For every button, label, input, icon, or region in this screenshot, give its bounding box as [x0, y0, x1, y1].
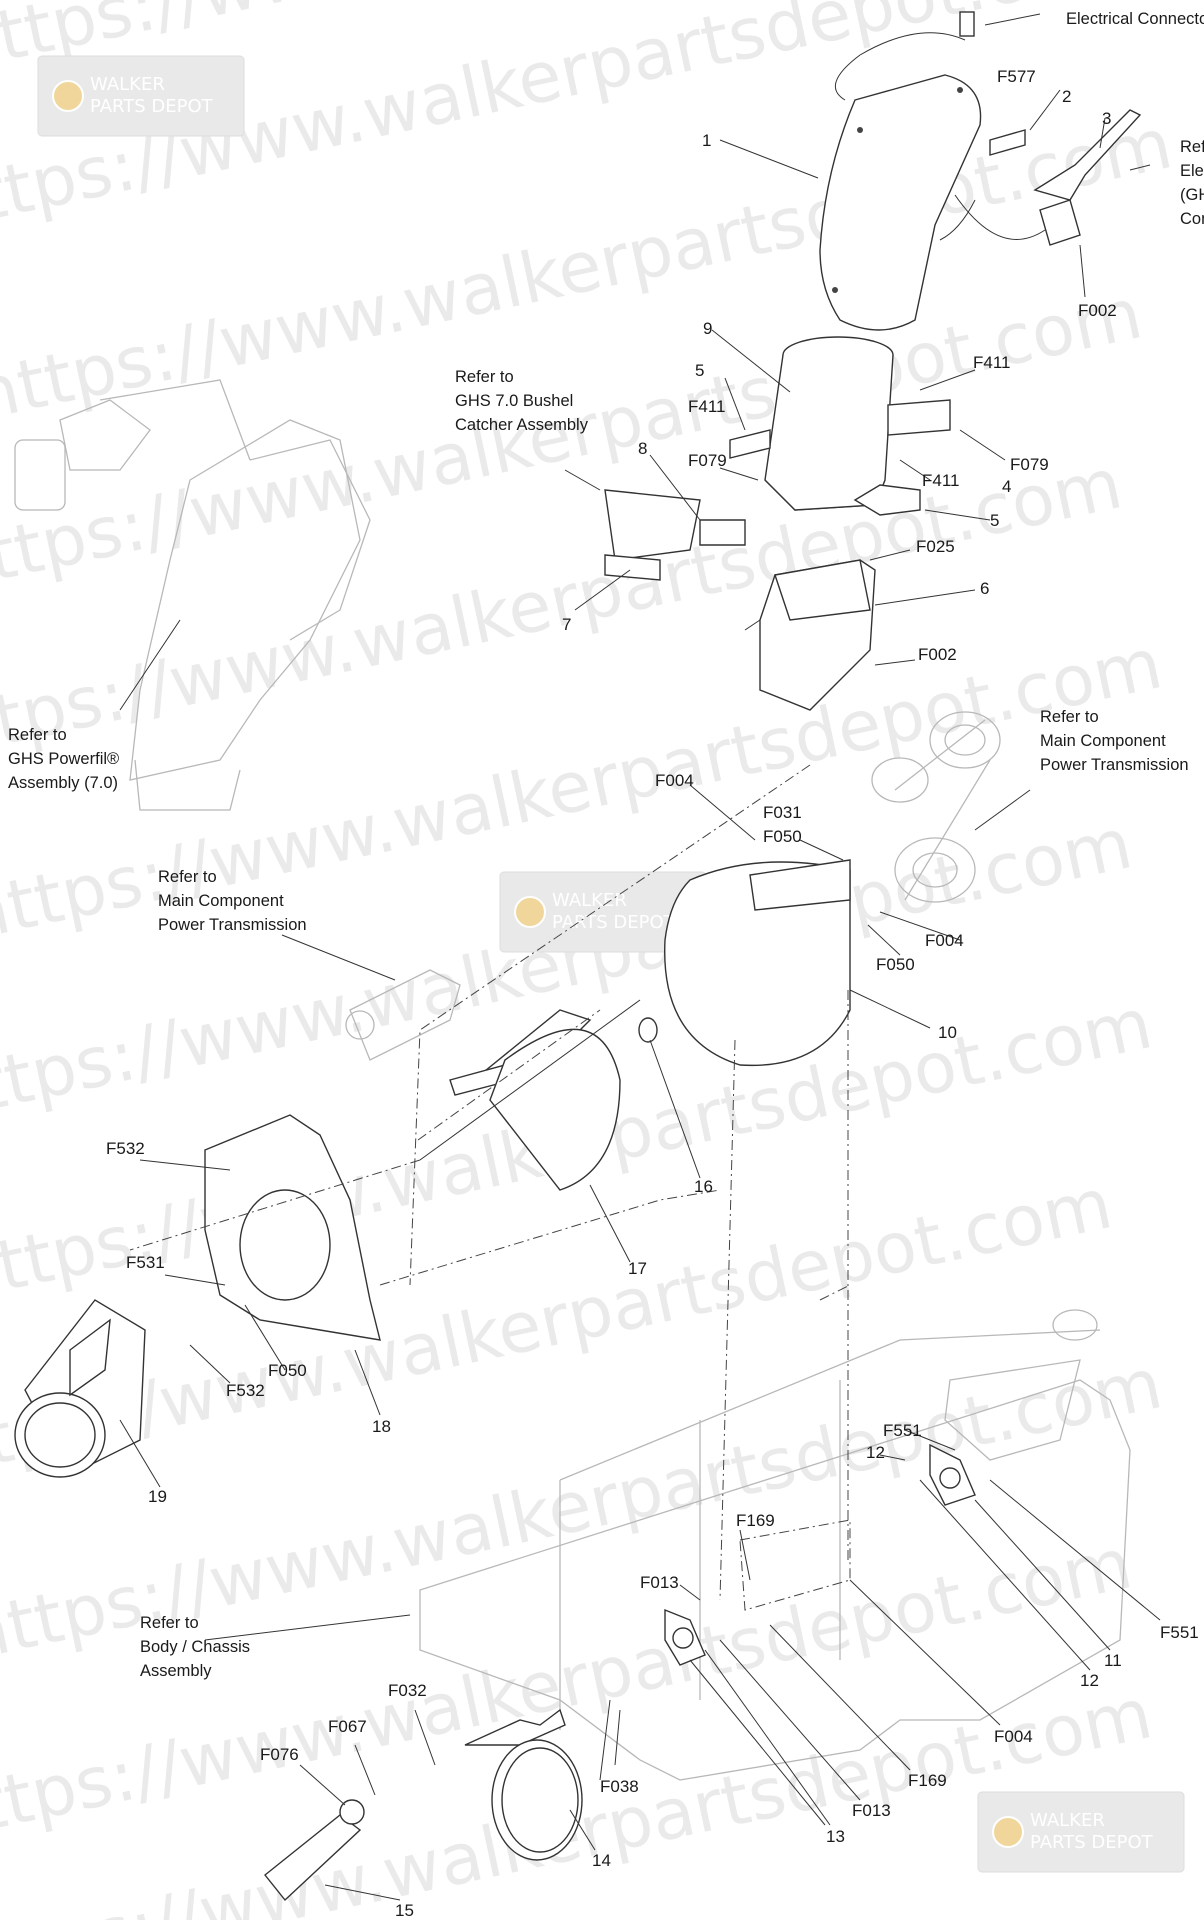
callout-12: 12	[1080, 1671, 1099, 1690]
callout-f004: F004	[655, 771, 694, 790]
motor-ghost	[345, 969, 461, 1061]
callout-2: 2	[1062, 87, 1071, 106]
callout-4: 4	[1002, 477, 1011, 496]
callout-9: 9	[703, 319, 712, 338]
logo-line2: PARTS DEPOT	[552, 912, 676, 933]
driveshaft-15	[264, 1799, 365, 1902]
callout-f031: F031	[763, 803, 802, 822]
note-bushel-catcher: Refer to GHS 7.0 Bushel Catcher Assembly	[455, 368, 589, 434]
walker-logo: WALKER PARTS DEPOT	[37, 55, 245, 137]
callout-f013: F013	[852, 1801, 891, 1820]
callout-12: 12	[866, 1443, 885, 1462]
logo-line1: WALKER	[552, 890, 627, 911]
callout-f032: F032	[388, 1681, 427, 1700]
callout-f411: F411	[688, 397, 726, 416]
logo-line1: WALKER	[90, 74, 165, 95]
callout-f002: F002	[918, 645, 957, 664]
callout-f532: F532	[106, 1139, 145, 1158]
note-powerfil: Refer to GHS Powerfil® Assembly (7.0)	[8, 726, 124, 792]
callout-7: 7	[562, 615, 571, 634]
callout-f076: F076	[260, 1745, 299, 1764]
callout-5: 5	[990, 511, 999, 530]
callout-13: 13	[826, 1827, 845, 1846]
callout-f532: F532	[226, 1381, 265, 1400]
callout-17: 17	[628, 1259, 647, 1278]
callout-18: 18	[372, 1417, 391, 1436]
callout-f050: F050	[268, 1361, 307, 1380]
spacer-16	[638, 1017, 658, 1043]
callout-f169: F169	[736, 1511, 775, 1530]
callout-f411: F411	[922, 471, 960, 490]
plate-5a	[729, 429, 771, 459]
callout-f551: F551	[1160, 1623, 1199, 1642]
plate-8	[699, 519, 746, 546]
callout-f050: F050	[763, 827, 802, 846]
bracket-ghs	[604, 489, 701, 561]
note-main-component-right: Refer to Main Component Power Transmissi…	[1040, 708, 1189, 774]
callout-f025: F025	[916, 537, 955, 556]
callout-f004: F004	[925, 931, 964, 950]
logo-line2: PARTS DEPOT	[90, 96, 214, 117]
chassis-ghost	[419, 1309, 1131, 1781]
plate-5b	[853, 484, 921, 516]
callout-1: 1	[702, 131, 711, 150]
bearing-11	[929, 1443, 976, 1506]
alignment-lines	[129, 764, 851, 1611]
callout-f577: F577	[997, 67, 1036, 86]
callout-f079: F079	[1010, 455, 1049, 474]
note-refer-right: Refe Elec (GH Con	[1180, 138, 1204, 228]
hopper-6	[744, 559, 876, 711]
callout-f004: F004	[994, 1727, 1033, 1746]
note-electrical-connectors: Electrical Connectors	[1066, 10, 1204, 28]
callout-f050: F050	[876, 955, 915, 974]
callout-f067: F067	[328, 1717, 367, 1736]
callout-15: 15	[395, 1901, 414, 1920]
callout-f411: F411	[973, 353, 1011, 372]
plate-4	[887, 399, 951, 436]
callout-f013: F013	[640, 1573, 679, 1592]
callout-19: 19	[148, 1487, 167, 1506]
callout-10: 10	[938, 1023, 957, 1042]
walker-logo: WALKER PARTS DEPOT	[499, 871, 707, 953]
note-body-chassis: Refer to Body / Chassis Assembly	[140, 1614, 255, 1680]
logo-line1: WALKER	[1030, 1810, 1105, 1831]
chute-lower-9	[764, 336, 894, 511]
mount-plate-18	[204, 1114, 381, 1341]
callout-f531: F531	[126, 1253, 165, 1272]
bracket-2	[989, 129, 1026, 156]
callout-16: 16	[694, 1177, 713, 1196]
callout-f002: F002	[1078, 301, 1117, 320]
callout-f038: F038	[600, 1777, 639, 1796]
callout-f169: F169	[908, 1771, 947, 1790]
callout-5: 5	[695, 361, 704, 380]
plates	[604, 399, 951, 581]
ghs-powerfil-ghost	[14, 379, 371, 811]
electrical-wire	[835, 11, 1046, 240]
logo-line2: PARTS DEPOT	[1030, 1832, 1154, 1853]
walker-logo: WALKER PARTS DEPOT	[977, 1791, 1185, 1873]
callout-11: 11	[1104, 1651, 1122, 1670]
chute-upper	[819, 74, 982, 331]
tube-19	[14, 1299, 146, 1478]
callout-3: 3	[1102, 109, 1111, 128]
callout-f079: F079	[688, 451, 727, 470]
callout-6: 6	[980, 579, 989, 598]
watermark-layer: https://www.walkerpartsdepot.com https:/…	[0, 0, 1179, 1920]
callout-f551: F551	[883, 1421, 922, 1440]
guard-14	[464, 1708, 583, 1861]
plate-7	[604, 554, 661, 581]
callout-labels: 1 2 3 F577 F002 9 F411 5 F411 8 F079 F07…	[106, 67, 1199, 1920]
note-main-component-left: Refer to Main Component Power Transmissi…	[158, 868, 307, 934]
callout-8: 8	[638, 439, 647, 458]
callout-14: 14	[592, 1851, 611, 1870]
bearing-13	[664, 1608, 706, 1666]
leader-lines	[119, 13, 1161, 1901]
impeller-17	[419, 999, 641, 1191]
blower-housing-10	[664, 859, 851, 1067]
annotation-notes: Electrical Connectors Refe Elec (GH Con …	[8, 10, 1204, 1680]
switch-3	[1033, 109, 1142, 246]
pulley-ghost	[871, 711, 1001, 903]
